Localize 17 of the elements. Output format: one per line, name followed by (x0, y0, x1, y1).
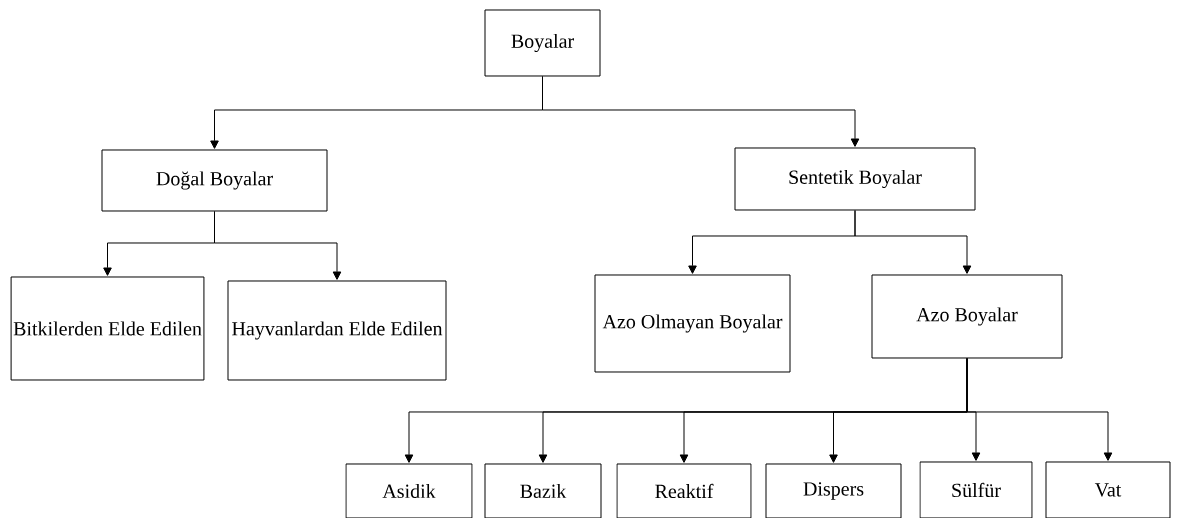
category-box: Boyalar (484, 9, 601, 77)
category-box: Doğal Boyalar (101, 149, 328, 212)
arrow (966, 358, 1113, 461)
arrow (854, 210, 972, 274)
arrow (542, 76, 860, 147)
category-box: Bazik (484, 463, 602, 518)
category-box: Azo Boyalar (871, 274, 1063, 359)
arrow (214, 211, 342, 280)
category-box: Reaktif (616, 463, 752, 518)
category-box: Hayvanlardan Elde Edilen (227, 280, 447, 381)
category-box: Sentetik Boyalar (734, 147, 976, 211)
category-box: Bitkilerden Elde Edilen (10, 276, 205, 381)
category-box: Dispers (765, 463, 902, 518)
category-box: Sülfür (919, 461, 1033, 518)
category-box: Azo Olmayan Boyalar (594, 274, 791, 373)
category-box: Vat (1045, 461, 1171, 518)
category-box: Asidik (345, 463, 473, 518)
